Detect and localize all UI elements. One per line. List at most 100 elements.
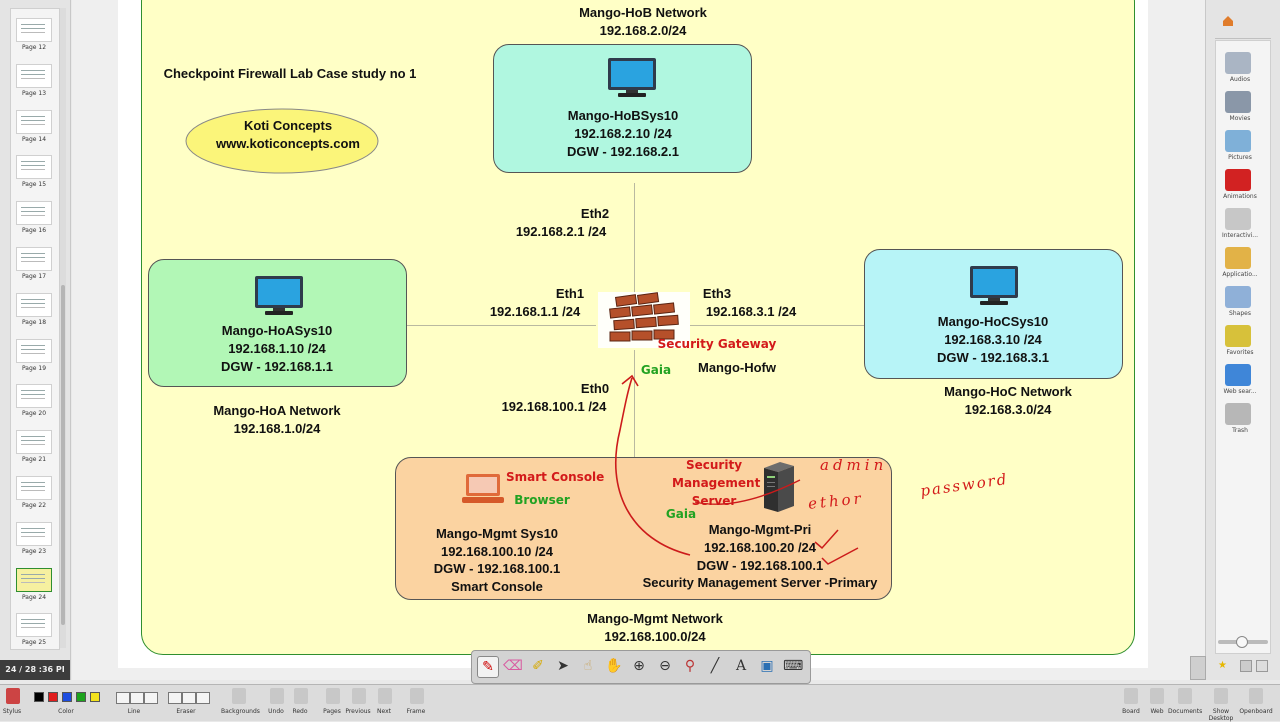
panel-header-bar	[1215, 30, 1271, 39]
backgrounds-icon[interactable]	[232, 688, 246, 704]
server-icon	[764, 462, 794, 512]
stylus-icon[interactable]	[6, 688, 20, 704]
folder-interactivity-icon[interactable]	[1225, 208, 1251, 230]
pen-icon[interactable]: ✎	[477, 656, 499, 678]
folder-favorites-icon[interactable]	[1225, 325, 1251, 347]
folder-shapes-icon[interactable]	[1225, 286, 1251, 308]
previous-icon[interactable]	[352, 688, 366, 704]
redo-icon[interactable]	[294, 688, 308, 704]
folder-pictures-icon[interactable]	[1225, 130, 1251, 152]
hoc-host-name: Mango-HoCSys10	[937, 314, 1049, 329]
page-thumbnail[interactable]	[16, 521, 52, 546]
page-thumbnail[interactable]	[16, 384, 52, 409]
page-thumbnail[interactable]	[16, 247, 52, 271]
page-thumbnail[interactable]	[16, 18, 52, 42]
documents-button[interactable]: Documents	[1168, 708, 1203, 715]
bottom-toolbar	[0, 684, 1280, 721]
marker-icon[interactable]: ✐	[532, 658, 544, 674]
delete-icon[interactable]	[1256, 660, 1268, 672]
zoom-in-icon[interactable]: ⊕	[633, 658, 645, 674]
view-toggle-icon[interactable]	[1240, 660, 1252, 672]
hoc-network-subnet: 192.168.3.0/24	[964, 402, 1052, 417]
stylus-button[interactable]: Stylus	[2, 708, 22, 715]
laser-pointer-icon[interactable]: ⚲	[684, 658, 696, 674]
line-width-thick[interactable]	[144, 692, 158, 704]
hob-network-name: Mango-HoB Network	[579, 5, 707, 20]
next-button[interactable]: Next	[377, 708, 391, 715]
color-swatch-red[interactable]	[48, 692, 58, 702]
zoom-slider-handle[interactable]	[1236, 636, 1248, 648]
page-thumbnail[interactable]	[16, 63, 52, 88]
next-icon[interactable]	[378, 688, 392, 704]
redo-button[interactable]: Redo	[292, 708, 308, 715]
firewall-icon	[598, 292, 690, 348]
page-counter-clock: 24 / 28 :36 PI	[0, 660, 70, 680]
folder-animations-icon[interactable]	[1225, 169, 1251, 191]
ink-arrow	[615, 374, 859, 565]
color-swatch-blue[interactable]	[62, 692, 72, 702]
frame-button[interactable]: Frame	[406, 708, 426, 715]
favorite-star-icon[interactable]: ★	[1218, 660, 1227, 671]
board-button[interactable]: Board	[1122, 708, 1140, 715]
hand-icon[interactable]: ✋	[605, 658, 623, 674]
color-swatch-yellow[interactable]	[90, 692, 100, 702]
color-swatch-black[interactable]	[34, 692, 44, 702]
page-thumbnail[interactable]	[16, 567, 52, 592]
trash-icon[interactable]	[1225, 403, 1251, 425]
hoc-host-ip: 192.168.3.10 /24	[944, 332, 1042, 347]
folder-movies-icon[interactable]	[1225, 91, 1251, 113]
previous-button[interactable]: Previous	[345, 708, 371, 715]
page-thumbnail[interactable]	[16, 476, 52, 500]
console-tag: Smart Console	[506, 470, 605, 484]
eraser-button[interactable]: Eraser	[176, 708, 196, 715]
page-thumbnail[interactable]	[16, 292, 52, 317]
capture-icon[interactable]: ▣	[760, 658, 774, 674]
openboard-button[interactable]: Openboard	[1239, 708, 1273, 715]
web-button[interactable]: Web	[1150, 708, 1164, 715]
eraser-size-small[interactable]	[168, 692, 182, 704]
keyboard-icon[interactable]: ⌨	[783, 658, 804, 674]
page-thumbnail[interactable]	[16, 109, 52, 134]
home-icon[interactable]	[1221, 14, 1235, 28]
page-thumbnail[interactable]	[16, 201, 52, 226]
undo-button[interactable]: Undo	[268, 708, 284, 715]
eth1-ip: 192.168.1.1 /24	[489, 304, 581, 319]
documents-icon[interactable]	[1178, 688, 1192, 704]
page-thumbnail-label: Page 17	[21, 273, 47, 280]
selector-icon[interactable]: ➤	[557, 658, 569, 674]
color-swatch-green[interactable]	[76, 692, 86, 702]
eraser-size-large[interactable]	[196, 692, 210, 704]
page-thumbnail[interactable]	[16, 430, 52, 455]
board-icon[interactable]	[1124, 688, 1138, 704]
folder-web-search-icon[interactable]	[1225, 364, 1251, 386]
zoom-out-icon[interactable]: ⊖	[659, 658, 671, 674]
page-thumbnail[interactable]	[16, 613, 52, 638]
line-tool-icon[interactable]: ╱	[710, 658, 720, 674]
console-role: Smart Console	[451, 579, 543, 594]
web-icon[interactable]	[1150, 688, 1164, 704]
folder-applications-icon[interactable]	[1225, 247, 1251, 269]
color-button[interactable]: Color	[58, 708, 74, 715]
interact-icon[interactable]: ☝	[583, 658, 593, 674]
line-width-thin[interactable]	[116, 692, 130, 704]
openboard-icon[interactable]	[1249, 688, 1263, 704]
pages-icon[interactable]	[326, 688, 340, 704]
eraser-size-medium[interactable]	[182, 692, 196, 704]
frame-icon[interactable]	[410, 688, 424, 704]
undo-icon[interactable]	[270, 688, 284, 704]
line-width-medium[interactable]	[130, 692, 144, 704]
page-thumbnail[interactable]	[16, 155, 52, 180]
page-thumbnail[interactable]	[16, 338, 52, 363]
collapse-library-icon[interactable]	[1190, 656, 1206, 680]
show-desktop-icon[interactable]	[1214, 688, 1228, 704]
folder-audio-icon[interactable]	[1225, 52, 1251, 74]
page-thumbnail-label: Page 25	[21, 639, 47, 647]
eraser-icon[interactable]: ⌫	[503, 658, 523, 674]
line-button[interactable]: Line	[127, 708, 141, 715]
text-tool-icon[interactable]: A	[735, 658, 747, 674]
page-sorter-scroll-thumb[interactable]	[61, 285, 65, 625]
show-desktop-button[interactable]: Show Desktop	[1208, 708, 1234, 722]
pages-button[interactable]: Pages	[323, 708, 341, 715]
mgmt-network-name: Mango-Mgmt Network	[587, 611, 723, 626]
backgrounds-button[interactable]: Backgrounds	[221, 708, 260, 715]
